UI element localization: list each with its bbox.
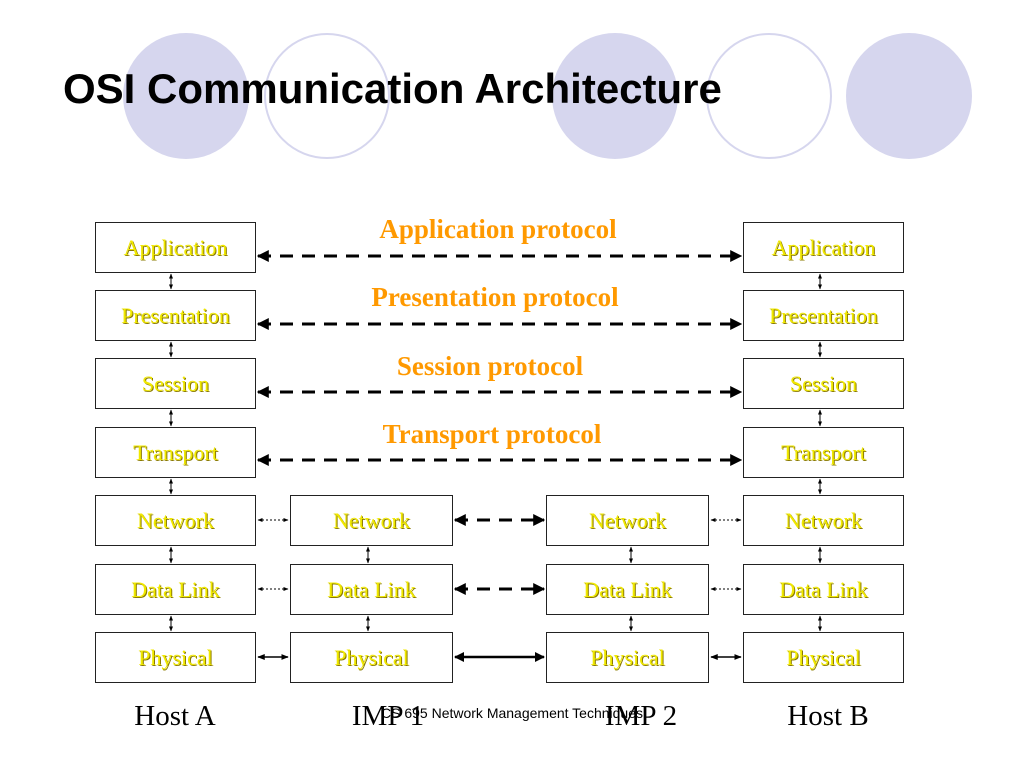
host-b-data-link-layer: Data Link — [743, 564, 904, 615]
imp-2-physical-layer: Physical — [546, 632, 709, 683]
decor-circle-5 — [846, 33, 972, 159]
host-b-application-layer: Application — [743, 222, 904, 273]
host-b-presentation-layer: Presentation — [743, 290, 904, 341]
decor-circle-1 — [123, 33, 249, 159]
decor-circle-2 — [264, 33, 390, 159]
host-a-network-layer: Network — [95, 495, 256, 546]
host-a-transport-layer: Transport — [95, 427, 256, 478]
slide-title: OSI Communication Architecture — [63, 65, 722, 112]
imp-2-network-layer: Network — [546, 495, 709, 546]
host-a-physical-layer: Physical — [95, 632, 256, 683]
slide-footer: CS 695 Network Management Techniques — [380, 705, 644, 721]
host-a-session-layer: Session — [95, 358, 256, 409]
imp-2-label: IMP 2 — [604, 700, 678, 732]
decor-circle-4 — [706, 33, 832, 159]
imp-1-network-layer: Network — [290, 495, 453, 546]
presentation-protocol-label: Presentation protocol — [371, 282, 619, 312]
imp-1-physical-layer: Physical — [290, 632, 453, 683]
host-b-physical-layer: Physical — [743, 632, 904, 683]
imp-1-data-link-layer: Data Link — [290, 564, 453, 615]
host-b-transport-layer: Transport — [743, 427, 904, 478]
session-protocol-label: Session protocol — [396, 351, 584, 381]
host-b-label: Host B — [787, 700, 869, 732]
decor-circle-3 — [552, 33, 678, 159]
host-a-data-link-layer: Data Link — [95, 564, 256, 615]
imp-2-data-link-layer: Data Link — [546, 564, 709, 615]
imp-1-label: IMP 1 — [351, 700, 425, 732]
host-b-session-layer: Session — [743, 358, 904, 409]
vertical-layer-arrows — [169, 273, 822, 632]
application-protocol-label: Application protocol — [379, 214, 617, 244]
host-a-label: Host A — [134, 700, 216, 732]
host-a-application-layer: Application — [95, 222, 256, 273]
host-a-presentation-layer: Presentation — [95, 290, 256, 341]
host-b-network-layer: Network — [743, 495, 904, 546]
transport-protocol-label: Transport protocol — [382, 419, 602, 449]
